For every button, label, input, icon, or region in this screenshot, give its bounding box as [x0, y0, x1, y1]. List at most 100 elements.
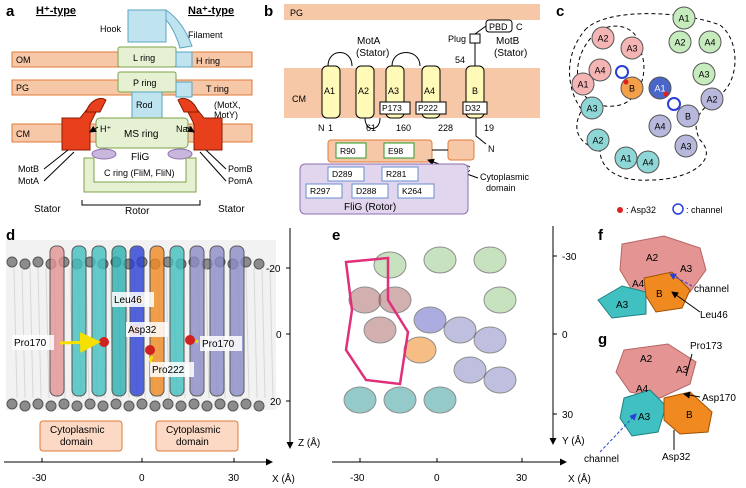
cyto-label-1: Cytoplasmic [480, 172, 530, 182]
g-asp170-arrow [683, 391, 701, 399]
helix-a2 [355, 65, 375, 119]
helix-ribbon [111, 245, 127, 397]
pomb-leader [205, 149, 227, 170]
lipid-head [32, 256, 44, 268]
r281-label: R281 [386, 169, 407, 179]
lipid-head [45, 400, 57, 412]
helix-b-label: B [472, 86, 478, 96]
helix-a3-label: A3 [388, 86, 399, 96]
lipid-head [32, 398, 44, 410]
y-tick-label-2: 0 [562, 330, 568, 341]
cyto-right-line1: Cytoplasmic [166, 425, 220, 436]
n-left-label: N [318, 123, 325, 133]
y-tick-label-3: 30 [562, 410, 574, 421]
cyto-domain-left-box [39, 420, 123, 452]
pro170-left-bg [12, 335, 54, 350]
lipid-head [19, 400, 31, 412]
helix-ribbon [129, 245, 145, 397]
f-b-label: B [656, 289, 663, 300]
lipid-tail [29, 267, 34, 399]
d289-box [327, 166, 365, 182]
lipid-tail [261, 267, 266, 399]
pro170-right-atoms [185, 335, 195, 345]
subunit-circle-label: A4 [594, 66, 605, 76]
lipid-head [71, 400, 83, 412]
loop-a1a2 [327, 52, 353, 67]
subunit-circle [614, 146, 638, 170]
lipid-head [136, 398, 148, 410]
stator-left-shape [61, 107, 97, 151]
motb-label: MotB [18, 164, 39, 174]
rotor-bracket [81, 200, 201, 206]
lipid-head [58, 398, 70, 410]
panel-d-letter: d [6, 227, 15, 244]
lipid-head [201, 400, 213, 412]
motb-title: MotB [496, 36, 520, 47]
panel-g-letter: g [598, 331, 607, 348]
lipid-tail [37, 267, 42, 399]
c-term-top: C [516, 22, 523, 32]
helix-cross-section [483, 366, 517, 394]
g-b-label: B [686, 410, 693, 421]
y-axis-label: Y (Å) [562, 434, 585, 447]
na-ion-label: Na⁺ [176, 124, 193, 134]
hook-shape [127, 9, 167, 43]
channel-ring [615, 65, 629, 79]
r90-box [335, 142, 367, 159]
b-cm-label: CM [292, 94, 306, 104]
f-leu46-label: Leu46 [700, 310, 728, 321]
t-ring-shape [175, 81, 193, 98]
k264-label: K264 [402, 186, 422, 196]
panel-a-letter: a [6, 3, 15, 20]
lipid-tail [21, 267, 26, 399]
n228-label: 228 [438, 123, 453, 133]
n19-label: 19 [484, 123, 494, 133]
g-channel-label: channel [584, 454, 619, 465]
subunit-circle [700, 87, 724, 111]
panel-c-letter: c [556, 3, 564, 20]
d288-label: D288 [356, 186, 377, 196]
pomb-right-peptidoglycan [177, 98, 199, 113]
f-a2-label: A2 [646, 253, 659, 264]
asp32-label-bg [126, 322, 168, 337]
panel-f: f A2 A3 A4 A3 B channel Leu46 [597, 227, 729, 321]
panel-g: g Pro173 A2 A3 A4 Asp170 A3 B channel As… [584, 331, 736, 465]
f-channel-arrow [669, 273, 693, 287]
d-x-tick-label-3: 30 [228, 473, 240, 484]
p222-label: P222 [418, 103, 438, 113]
subunit-circle-label: A1 [678, 14, 689, 24]
mota-label: MotA [18, 176, 39, 186]
channel-legend-label: : channel [686, 205, 723, 215]
panel-b-letter: b [264, 3, 273, 20]
lipid-head [6, 256, 18, 268]
h-type-label: H⁺-type [36, 5, 76, 17]
lipid-head [253, 258, 265, 270]
p-ring-label: P ring [133, 78, 156, 88]
loop-a3a4 [391, 52, 421, 67]
d288-box [351, 183, 389, 199]
pro222-atoms [145, 345, 155, 355]
z-axis-label: Z (Å) [298, 436, 320, 449]
e98-box [383, 142, 415, 159]
e-x-tick-label-2: 0 [434, 473, 440, 484]
helix-a1 [321, 65, 341, 119]
g-a3-label: A3 [676, 365, 689, 376]
rod-label: Rod [136, 100, 153, 110]
n1-label: 1 [328, 123, 333, 133]
d289-label: D289 [332, 169, 353, 179]
g-a3-surface [619, 389, 667, 437]
top-view-helices [343, 246, 517, 414]
subunit-circle-label: B [629, 84, 635, 94]
mota-leader [43, 151, 75, 182]
helix-cross-section [383, 386, 417, 414]
subunit-circle [698, 30, 722, 54]
subunit-circle-label: A3 [698, 70, 709, 80]
z-tick-label-3: 20 [270, 397, 282, 408]
helix-cross-section [483, 286, 517, 314]
helix-a4-label: A4 [424, 86, 435, 96]
subunit-circle-label: A3 [680, 142, 691, 152]
poma-leader [199, 151, 227, 182]
motb-left-peptidoglycan [85, 98, 107, 113]
lipid-head [162, 398, 174, 410]
